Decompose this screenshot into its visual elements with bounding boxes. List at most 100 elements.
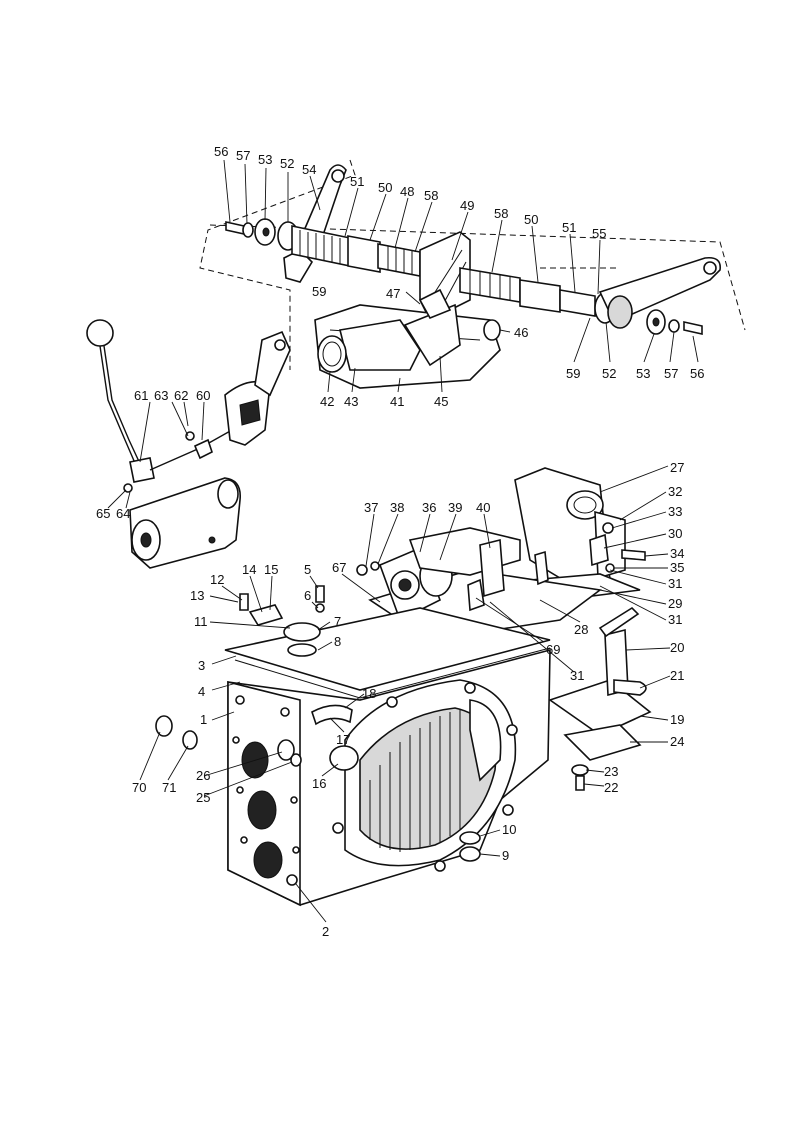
plug-16 <box>329 745 359 771</box>
label-6: 6 <box>304 588 311 603</box>
clutch-housing-cutout <box>469 699 502 782</box>
bore-lower <box>253 841 283 879</box>
label-12: 12 <box>210 572 224 587</box>
label-14: 14 <box>242 562 256 577</box>
dashed-boundary-top <box>209 224 746 331</box>
valve-port-hole <box>140 532 152 548</box>
washer-hole-right <box>652 317 660 327</box>
main-transmission-housing <box>155 585 551 907</box>
spring-69 <box>467 578 485 612</box>
label-57: 57 <box>236 148 250 163</box>
label-46: 46 <box>514 325 528 340</box>
label-5: 5 <box>304 562 311 577</box>
label-55: 55 <box>592 226 606 241</box>
washer-57-right <box>668 319 680 333</box>
bore-middle <box>247 790 277 830</box>
drain-26 <box>277 739 295 761</box>
valve-end-cap <box>217 479 239 509</box>
flange-bore-hole <box>398 578 412 592</box>
label-39: 39 <box>448 500 462 515</box>
label-33: 33 <box>668 504 682 519</box>
callout-labels: 56 57 53 52 54 51 50 48 58 49 58 50 51 5… <box>96 144 704 939</box>
label-25: 25 <box>196 790 210 805</box>
washer-hole <box>262 227 270 237</box>
label-53: 53 <box>258 152 272 167</box>
label-18: 18 <box>362 686 376 701</box>
arm-pin-hole-right <box>703 261 717 275</box>
sleeve-50-right <box>519 279 561 313</box>
label-10: 10 <box>502 822 516 837</box>
label-20: 20 <box>670 640 684 655</box>
seal-70 <box>155 715 173 737</box>
label-35: 35 <box>670 560 684 575</box>
label-9: 9 <box>502 848 509 863</box>
cam-pin-hole <box>274 339 286 351</box>
label-57b: 57 <box>664 366 678 381</box>
label-49: 49 <box>460 198 474 213</box>
clutch-housing-opening <box>359 707 497 850</box>
label-59b: 59 <box>566 366 580 381</box>
label-36: 36 <box>422 500 436 515</box>
label-16: 16 <box>312 776 326 791</box>
clip-21 <box>613 679 647 696</box>
label-27: 27 <box>670 460 684 475</box>
label-13: 13 <box>190 588 204 603</box>
spline-lines-left <box>299 230 413 275</box>
bolt-56-right <box>683 321 703 335</box>
label-22: 22 <box>604 780 618 795</box>
dashed-boundary-left <box>199 159 356 370</box>
lever-rod <box>99 345 139 471</box>
cam-slot <box>239 399 261 426</box>
arm-pin-hole <box>331 169 345 183</box>
label-41: 41 <box>390 394 404 409</box>
bolt-22 <box>575 775 585 791</box>
label-17: 17 <box>336 732 350 747</box>
label-54: 54 <box>302 162 316 177</box>
label-42: 42 <box>320 394 334 409</box>
piston-ring-inner <box>322 341 342 367</box>
plate-gasket-4 <box>234 647 551 699</box>
label-1: 1 <box>200 712 207 727</box>
label-37: 37 <box>364 500 378 515</box>
label-62: 62 <box>174 388 188 403</box>
pin-62 <box>185 431 195 441</box>
arm-hub-right <box>607 295 633 329</box>
bolt-12 <box>239 593 249 611</box>
label-30: 30 <box>668 526 682 541</box>
label-23: 23 <box>604 764 618 779</box>
lever-knob <box>86 319 114 347</box>
label-56: 56 <box>214 144 228 159</box>
washer-10 <box>459 831 481 845</box>
label-8: 8 <box>334 634 341 649</box>
washer-23 <box>571 764 589 776</box>
label-47: 47 <box>386 286 400 301</box>
breather-washer-8 <box>287 643 317 657</box>
label-28: 28 <box>574 622 588 637</box>
label-11: 11 <box>194 614 208 629</box>
label-52b: 52 <box>602 366 616 381</box>
label-69: 69 <box>546 642 560 657</box>
label-15: 15 <box>264 562 278 577</box>
bracket-bore <box>566 490 604 520</box>
label-51b: 51 <box>562 220 576 235</box>
label-53b: 53 <box>636 366 650 381</box>
label-24: 24 <box>670 734 684 749</box>
label-40: 40 <box>476 500 490 515</box>
left-face-bolts <box>232 695 300 886</box>
label-61: 61 <box>134 388 148 403</box>
lever-rod-edge <box>103 345 143 469</box>
label-3: 3 <box>198 658 205 673</box>
label-45: 45 <box>434 394 448 409</box>
control-lever-assembly <box>86 319 291 569</box>
label-29: 29 <box>668 596 682 611</box>
spline-lines-right <box>469 270 511 300</box>
nut-9 <box>459 846 481 862</box>
label-32: 32 <box>668 484 682 499</box>
plug-46 <box>483 319 501 341</box>
label-59: 59 <box>312 284 326 299</box>
clip-60 <box>193 438 213 460</box>
label-58: 58 <box>424 188 438 203</box>
cover-plate-14 <box>248 604 284 626</box>
washer-38 <box>370 561 380 571</box>
